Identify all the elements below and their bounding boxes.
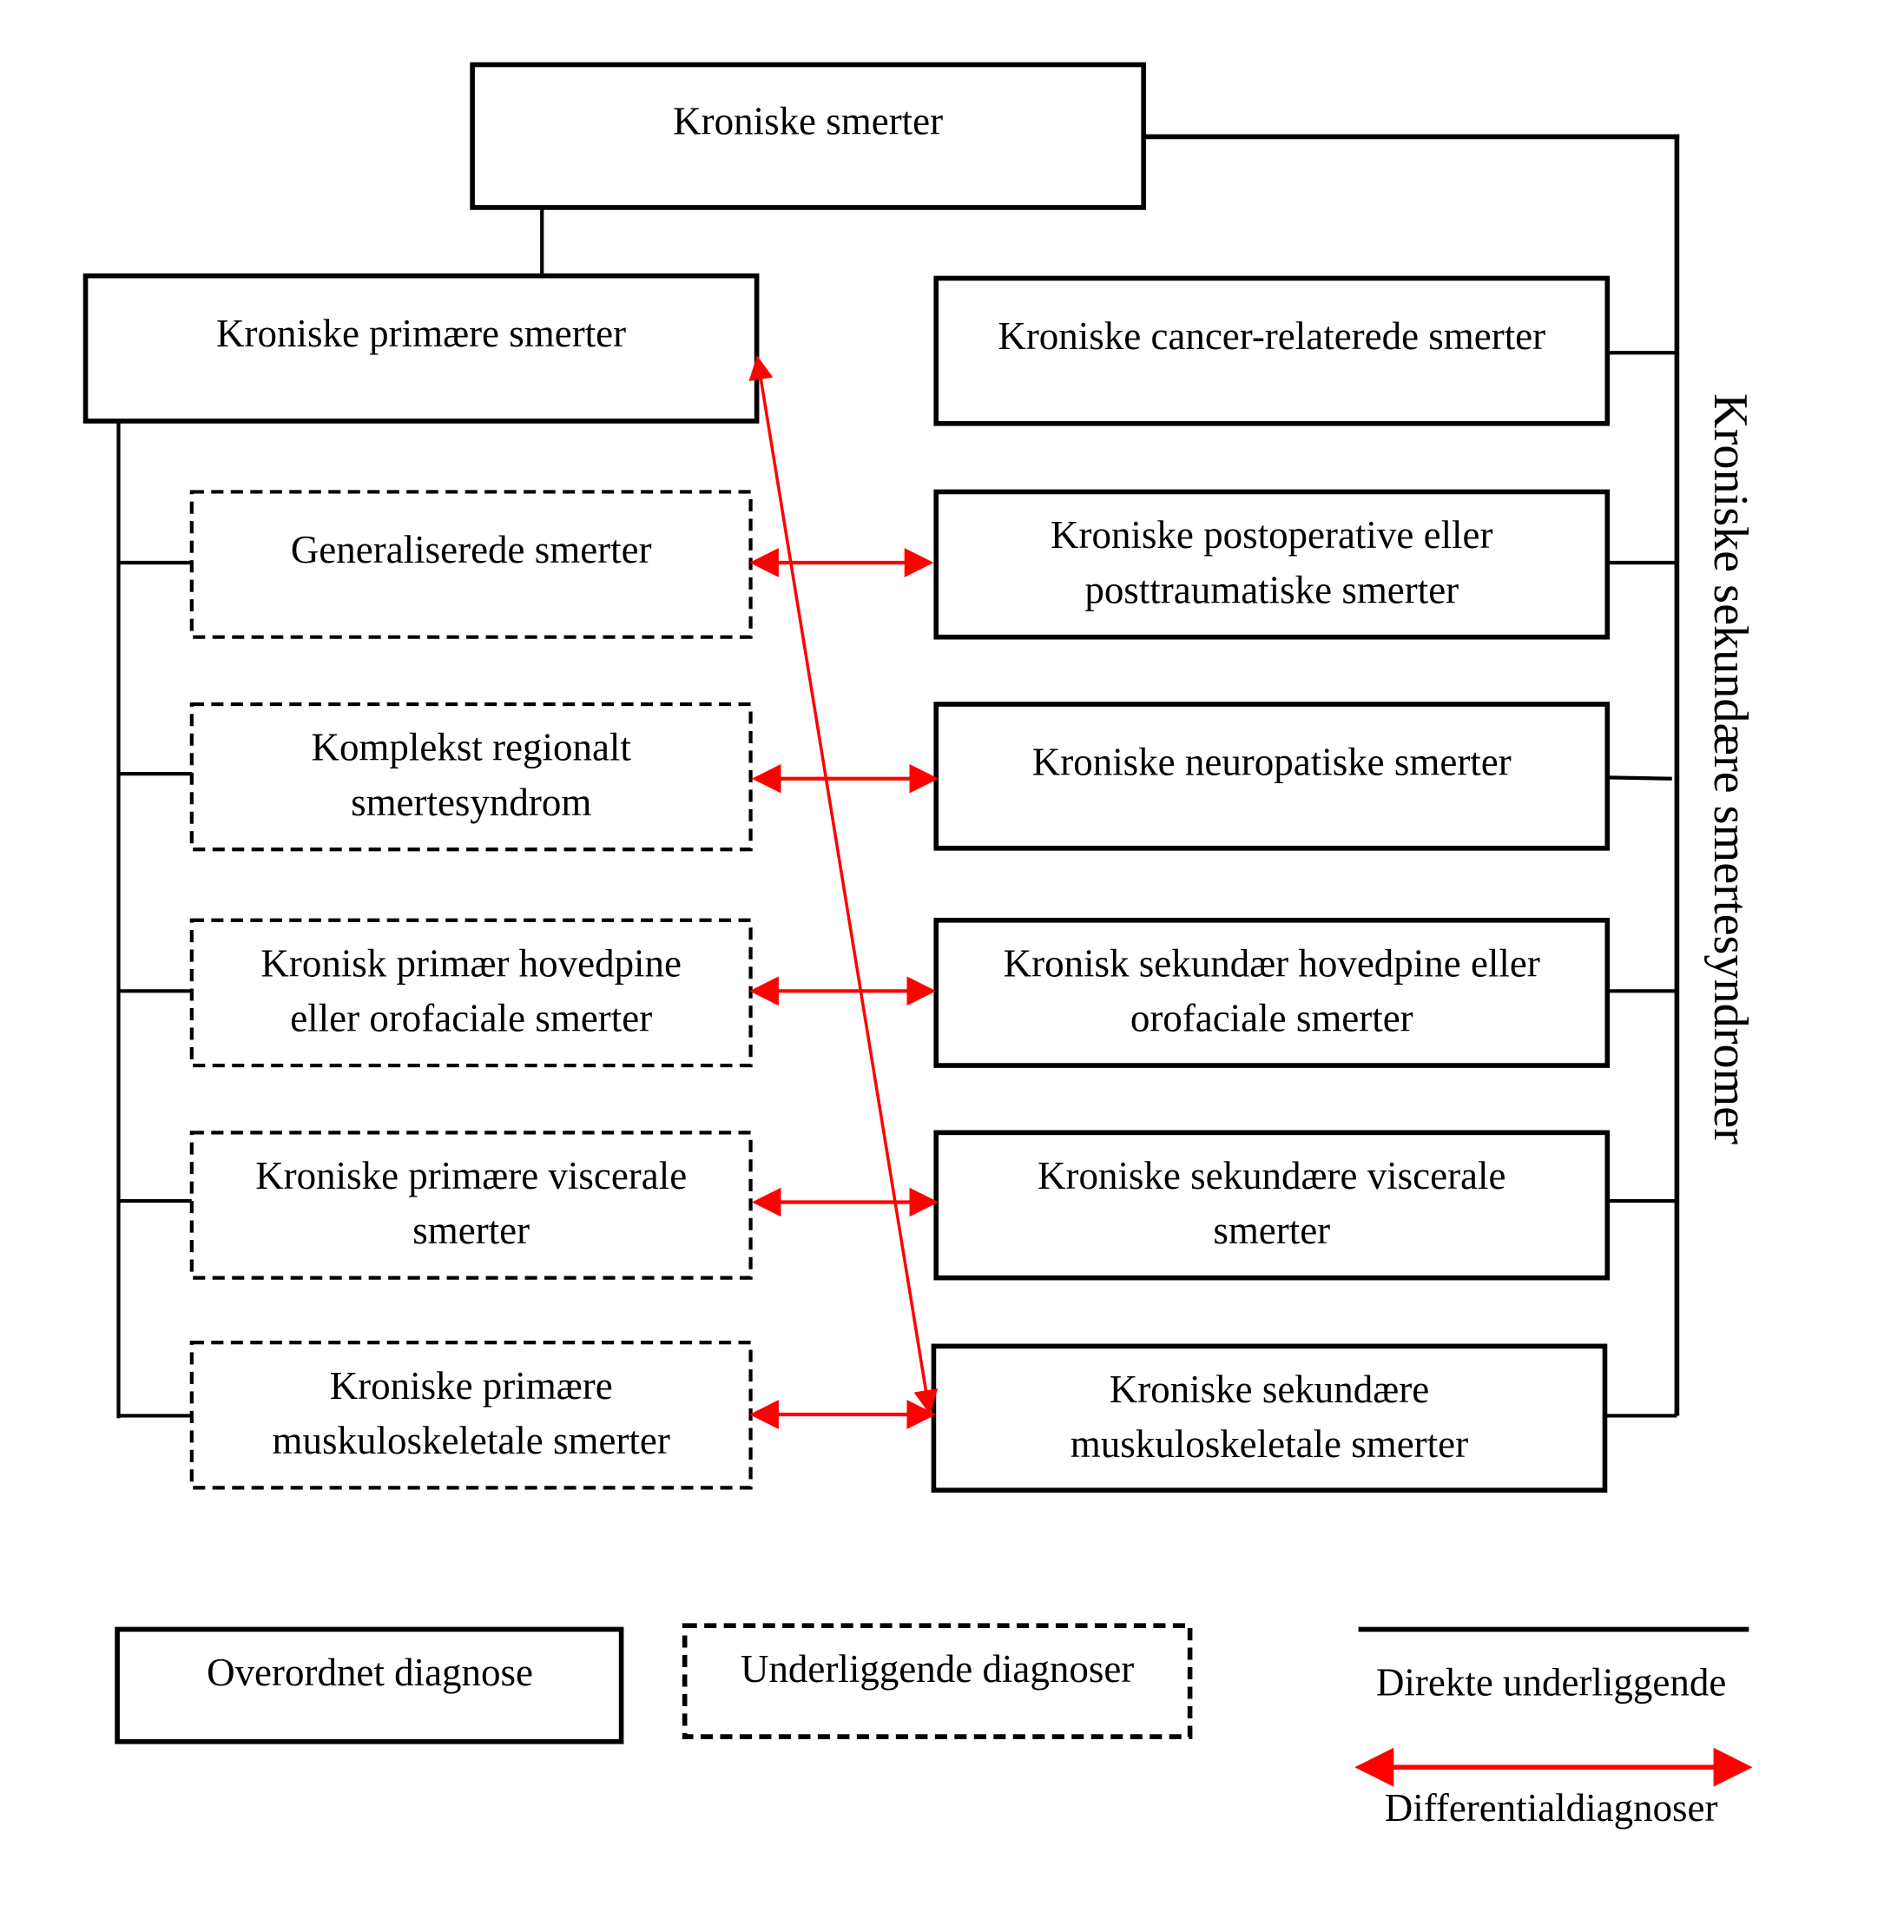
secondary-group-label: Kroniske sekundære smertesyndromer (1703, 393, 1757, 1144)
secondary-diagnosis-2[interactable]: Kroniske postoperative eller posttraumati… (933, 489, 1611, 640)
primary-subdiagnosis-4[interactable]: Kroniske primære viscerale smerter (189, 1131, 753, 1280)
primary-subdiagnosis-1-label-line: Generaliserede smerter (291, 528, 652, 571)
secondary-diagnosis-3-label-line: Kroniske neuropatiske smerter (1032, 741, 1512, 784)
legend-differential-label: Differentialdiagnoser (1385, 1786, 1718, 1830)
primary-subdiagnosis-2-label-line: smertesyndrom (351, 781, 591, 824)
secondary-diagnosis-4-label-line: orofaciale smerter (1130, 997, 1413, 1040)
primary-subdiagnosis-5-label-line: muskuloskeletale smerter (273, 1419, 670, 1462)
primary-subdiagnosis-3[interactable]: Kronisk primær hovedpine eller orofaciale… (189, 918, 753, 1068)
legend-overordnet-label: Overordnet diagnose (207, 1651, 533, 1694)
primary-subdiagnosis-2-label-line: Komplekst regionalt (311, 726, 631, 769)
root-node-label: Kroniske smerter (673, 100, 943, 143)
primary-subdiagnosis-2[interactable]: Komplekst regionalt smertesyndrom (189, 702, 753, 852)
primary-node-label: Kroniske primære smerter (216, 312, 626, 355)
secondary-diagnosis-5-label-line: smerter (1213, 1209, 1330, 1252)
secondary-diagnosis-3[interactable]: Kroniske neuropatiske smerter (933, 702, 1611, 851)
secondary-diagnosis-2-label-line: Kroniske postoperative eller (1051, 513, 1493, 557)
legend-direkte-label: Direkte underliggende (1376, 1660, 1726, 1704)
secondary-children: Kroniske cancer-relaterede smerterKronis… (931, 275, 1611, 1493)
secondary-diagnosis-1-label-line: Kroniske cancer-relaterede smerter (998, 314, 1545, 358)
secondary-diagnosis-6[interactable]: Kroniske sekundære muskuloskeletale smert… (931, 1343, 1608, 1493)
differential-arrows (748, 355, 939, 1429)
secondary-diagnosis-5-label-line: Kroniske sekundære viscerale (1038, 1154, 1505, 1197)
root-node[interactable]: Kroniske smerter (470, 62, 1146, 210)
legend-direkte: Direkte underliggende (1358, 1626, 1749, 1704)
legend: Overordnet diagnose Underliggende diagno… (115, 1623, 1753, 1830)
primary-subdiagnosis-3-label-line: eller orofaciale smerter (290, 997, 652, 1040)
legend-differential: Differentialdiagnoser (1354, 1747, 1753, 1830)
secondary-diagnosis-2-label-line: posttraumatiske smerter (1084, 568, 1459, 611)
primary-subdiagnosis-5-label-line: Kroniske primære (330, 1364, 613, 1408)
secondary-branch-3 (1607, 775, 1672, 781)
secondary-diagnosis-4-label-line: Kronisk sekundær hovedpine eller (1004, 941, 1540, 985)
primary-subdiagnosis-5[interactable]: Kroniske primære muskuloskeletale smerter (189, 1341, 753, 1490)
connector-lines (116, 134, 1680, 1419)
primary-subdiagnosis-4-label-line: smerter (412, 1209, 530, 1252)
primary-subdiagnosis-4-label-line: Kroniske primære viscerale (255, 1154, 687, 1197)
secondary-diagnosis-4[interactable]: Kronisk sekundær hovedpine eller orofacia… (933, 917, 1611, 1068)
legend-overordnet: Overordnet diagnose (115, 1626, 624, 1744)
primary-subdiagnosis-1[interactable]: Generaliserede smerter (189, 490, 753, 639)
secondary-diagnosis-6-label-line: muskuloskeletale smerter (1071, 1422, 1468, 1466)
secondary-diagnosis-5[interactable]: Kroniske sekundære viscerale smerter (933, 1130, 1611, 1281)
primary-node[interactable]: Kroniske primære smerter (82, 273, 760, 424)
legend-underliggende: Underliggende diagnoser (682, 1623, 1193, 1739)
differential-arrow-primary-to-msk (748, 355, 939, 1414)
legend-underliggende-label: Underliggende diagnoser (741, 1647, 1134, 1691)
secondary-diagnosis-1[interactable]: Kroniske cancer-relaterede smerter (933, 275, 1611, 426)
primary-subdiagnosis-3-label-line: Kronisk primær hovedpine (260, 941, 682, 985)
secondary-diagnosis-6-label-line: Kroniske sekundære (1110, 1368, 1429, 1411)
